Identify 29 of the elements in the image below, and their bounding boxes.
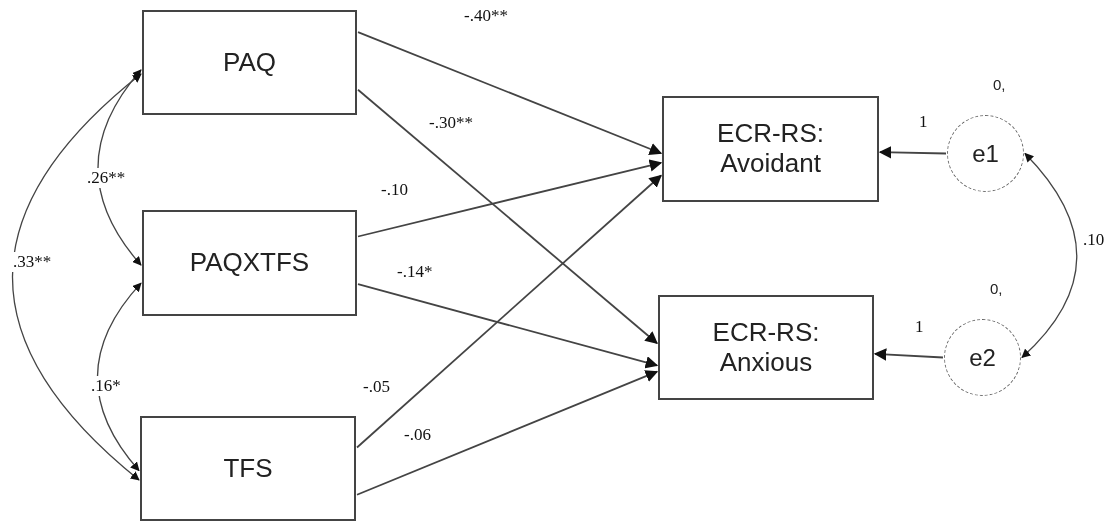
variance-label: 0, (990, 280, 1003, 297)
covariance-arrow (96, 282, 142, 472)
variable-box (142, 10, 357, 115)
edge-label: .33** (12, 252, 53, 272)
variance-label: 0, (993, 76, 1006, 93)
path-arrow (357, 159, 663, 238)
node-label: e2 (969, 343, 996, 372)
node-label: TFS (223, 453, 273, 484)
path-arrow (357, 31, 663, 155)
covariance-arrow (97, 69, 142, 266)
path-arrow (357, 283, 659, 369)
variable-box (658, 295, 874, 400)
path-arrow (878, 146, 947, 159)
edge-label: .26** (86, 168, 127, 188)
node-label: PAQ (223, 47, 276, 78)
node-label: e1 (972, 139, 999, 168)
path-arrow (357, 88, 658, 345)
edge-label: .16* (90, 376, 122, 396)
node-label: PAQXTFS (189, 248, 310, 278)
variable-box (142, 210, 357, 316)
path-arrow (356, 174, 662, 449)
node-label: ECR-RS: Anxious (711, 317, 821, 378)
path-arrow (356, 370, 659, 496)
covariance-arrow (11, 73, 142, 481)
path-arrow (873, 348, 944, 361)
variable-box (662, 96, 879, 202)
variable-box (140, 416, 356, 521)
covariance-arrow (1021, 152, 1078, 359)
node-label: ECR-RS: Avoidant (716, 119, 825, 179)
